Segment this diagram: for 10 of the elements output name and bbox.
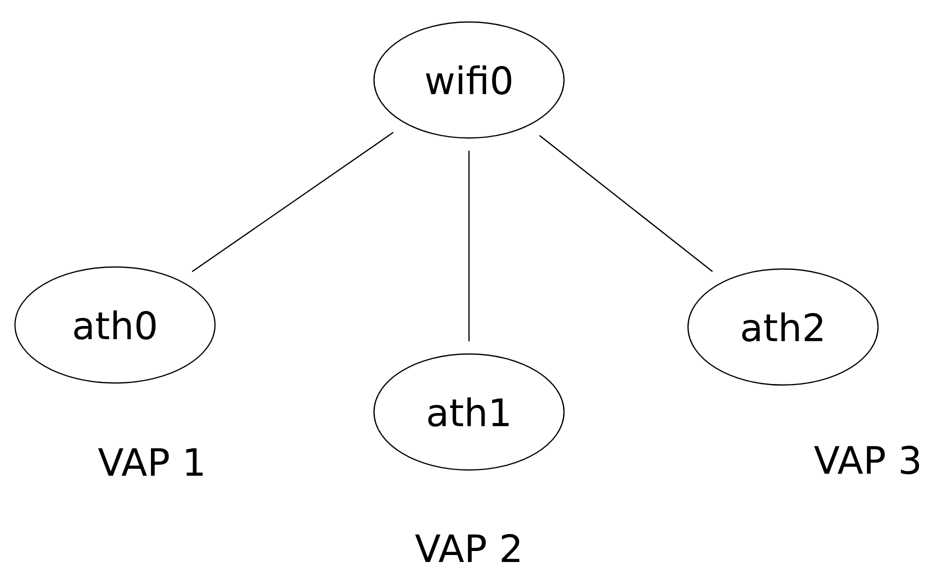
ellipse-node: wifi0 (373, 21, 565, 139)
ellipse-node: ath0 (14, 266, 216, 384)
connector-line (192, 132, 394, 272)
ellipse-node: ath1 (373, 353, 565, 471)
connector-line (468, 150, 470, 342)
caption-text: VAP 1 (98, 448, 203, 476)
caption-text: VAP 2 (415, 534, 520, 562)
connector-line (539, 135, 713, 272)
caption-text: VAP 3 (814, 446, 920, 474)
ellipse-node: ath2 (687, 268, 879, 386)
